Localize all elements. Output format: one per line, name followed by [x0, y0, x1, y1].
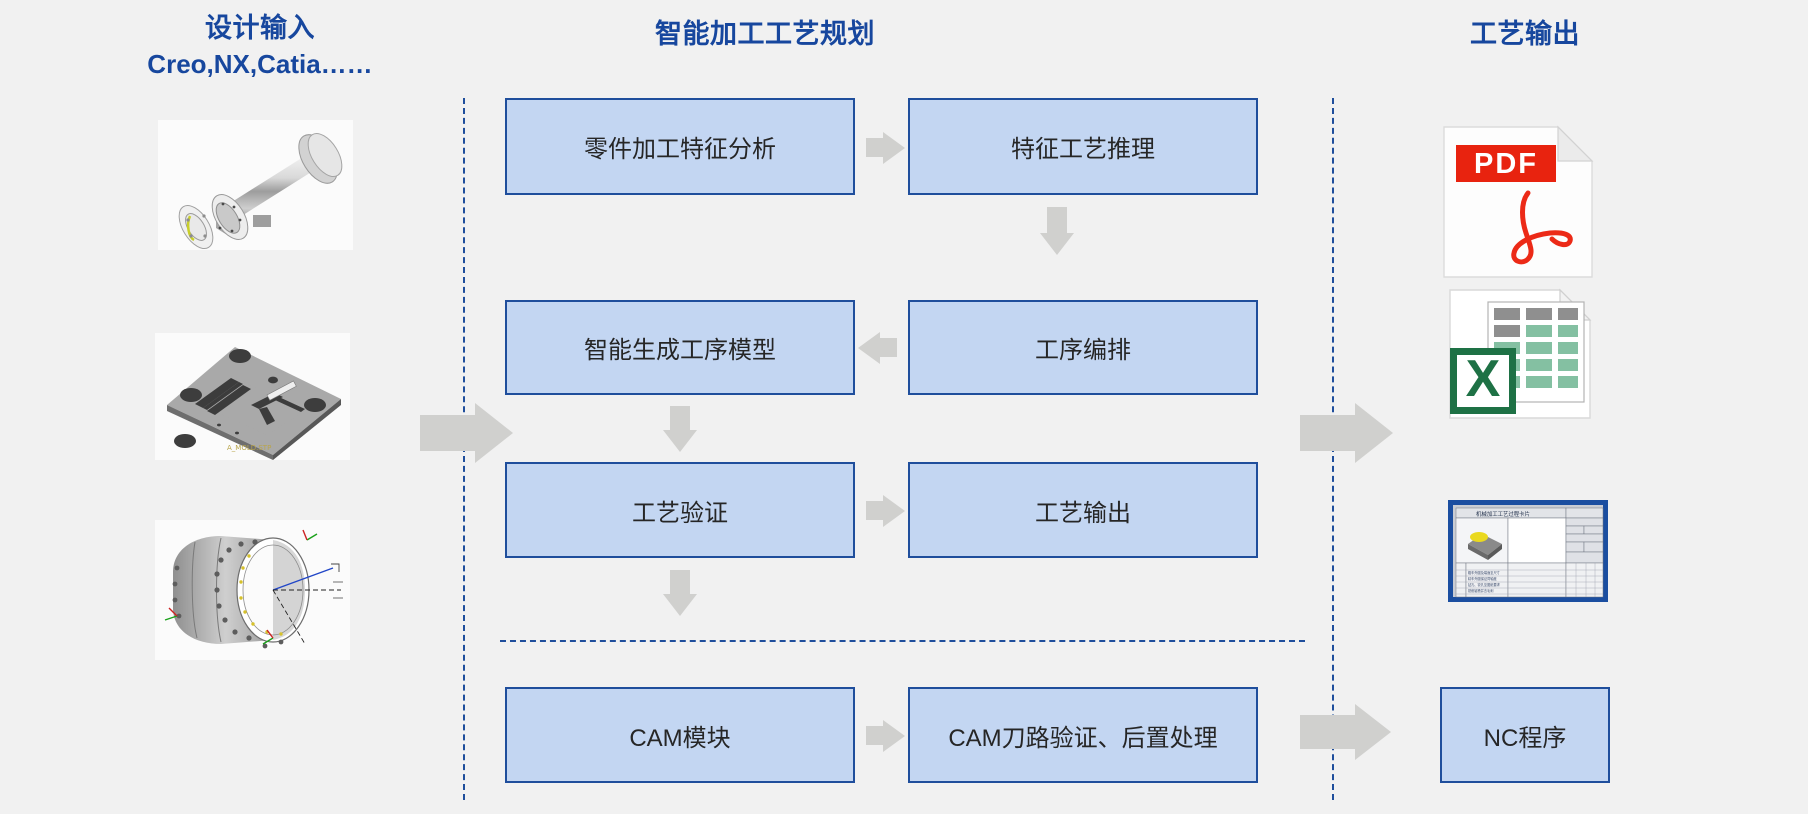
process-box-label: 工艺验证: [632, 499, 728, 527]
process-box-label: 零件加工特征分析: [584, 136, 776, 163]
arrow-head-icon: [883, 494, 905, 527]
design-input-subtitle: Creo,NX,Catia……: [147, 48, 373, 79]
process-box-nc-program[interactable]: NC程序: [1440, 687, 1610, 783]
svg-text:钻孔、铰孔至图纸要求: 钻孔、铰孔至图纸要求: [1468, 582, 1501, 587]
arrow-head-icon: [663, 430, 697, 452]
svg-text:X: X: [1466, 350, 1501, 408]
svg-text:精车外圆保证同轴度: 精车外圆保证同轴度: [1468, 576, 1497, 581]
process-box-label: 智能生成工序模型: [584, 337, 776, 364]
arrow-head-icon: [1040, 233, 1074, 255]
arrow-cam-to-verify-post: [866, 719, 905, 752]
svg-text:机械加工工艺过程卡片: 机械加工工艺过程卡片: [1476, 510, 1530, 518]
svg-text:PDF: PDF: [1474, 148, 1538, 180]
cad-model-engine-casing: [155, 520, 350, 660]
process-box-label: CAM模块: [629, 724, 731, 752]
section-title-process-planning: 智能加工工艺规划: [655, 19, 875, 49]
arrow-validation-to-output: [866, 494, 905, 527]
cad-model-shaft-housing: [158, 120, 353, 250]
process-sheet-thumbnail: 机械加工工艺过程卡片: [1448, 500, 1608, 602]
process-box-process-validation[interactable]: 工艺验证: [505, 462, 855, 558]
section-title-design-input: 设计输入 Creo,NX,Catia……: [60, 12, 460, 80]
process-box-label: 工艺输出: [1035, 499, 1131, 527]
design-input-title: 设计输入: [205, 13, 315, 43]
arrow-head-icon: [858, 331, 880, 364]
arrow-head-icon: [1355, 403, 1393, 463]
process-box-label: CAM刀路验证、后置处理: [948, 724, 1218, 752]
arrow-reasoning-to-sequence: [1040, 207, 1074, 255]
excel-file-icon: X: [1448, 288, 1593, 420]
process-box-cam-verify-post[interactable]: CAM刀路验证、后置处理: [908, 687, 1258, 783]
arrow-head-icon: [475, 403, 513, 463]
process-box-operation-model[interactable]: 智能生成工序模型: [505, 300, 855, 395]
process-box-label: 工序编排: [1035, 337, 1131, 364]
arrow-head-icon: [883, 131, 905, 164]
divider-cam-section-dashed: [500, 640, 1305, 642]
arrow-sequence-to-operation-model: [858, 331, 897, 364]
process-box-label: NC程序: [1483, 724, 1567, 752]
arrow-head-icon: [883, 719, 905, 752]
arrow-input-to-planning: [420, 403, 513, 463]
process-box-label: 特征工艺推理: [1011, 136, 1155, 163]
process-box-process-output[interactable]: 工艺输出: [908, 462, 1258, 558]
process-box-feature-analysis[interactable]: 零件加工特征分析: [505, 98, 855, 195]
svg-text:粗车外圆及端面至尺寸: 粗车外圆及端面至尺寸: [1468, 570, 1501, 575]
cad-model-mold-plate: A_MOLD.STP: [155, 333, 350, 460]
pdf-file-icon: PDF: [1440, 125, 1605, 280]
arrow-planning-to-output: [1300, 403, 1393, 463]
process-box-cam-module[interactable]: CAM模块: [505, 687, 855, 783]
process-box-feature-reasoning[interactable]: 特征工艺推理: [908, 98, 1258, 195]
arrow-post-to-nc-program: [1300, 704, 1391, 760]
section-title-process-output: 工艺输出: [1470, 19, 1580, 49]
arrow-head-icon: [663, 594, 697, 616]
arrow-validation-to-cam: [663, 570, 697, 616]
process-box-operation-sequence[interactable]: 工序编排: [908, 300, 1258, 395]
svg-text:铣削键槽并去毛刺: 铣削键槽并去毛刺: [1468, 588, 1494, 593]
svg-text:A_MOLD.STP: A_MOLD.STP: [227, 444, 271, 452]
arrow-feature-analysis-to-reasoning: [866, 131, 905, 164]
arrow-head-icon: [1355, 704, 1391, 760]
arrow-operation-model-to-validation: [663, 406, 697, 452]
